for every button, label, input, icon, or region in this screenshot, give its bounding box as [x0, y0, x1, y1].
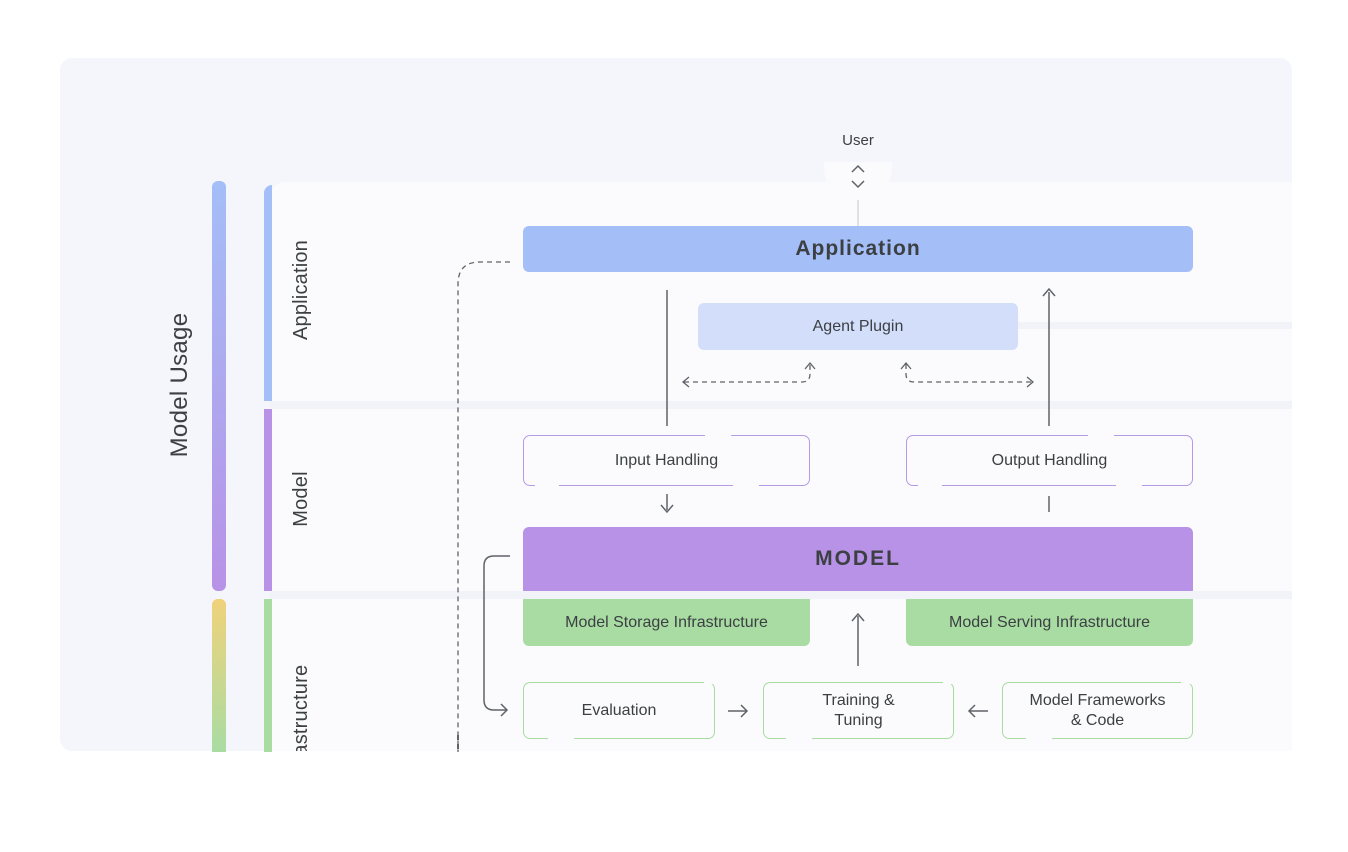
- model-frameworks-label: Model Frameworks & Code: [1029, 692, 1166, 729]
- arrow-up-small-icon: [804, 361, 816, 370]
- chevron-down-icon: [851, 180, 865, 189]
- model-serving-node: Model Serving Infrastructure: [906, 599, 1193, 646]
- user-label: User: [842, 132, 874, 149]
- output-handling-node: Output Handling: [906, 435, 1193, 486]
- arrow-right-icon: [500, 703, 509, 717]
- agent-plugin-node: Agent Plugin: [698, 303, 1018, 350]
- arrow-up-small-icon: [900, 361, 912, 370]
- border-gap: [786, 737, 812, 741]
- arrow-left-icon: [967, 704, 976, 718]
- layer-divider-model-infra: [270, 591, 1292, 599]
- border-gap: [943, 680, 957, 684]
- evaluation-node: Evaluation: [523, 682, 715, 739]
- application-layer-bar: [264, 185, 272, 401]
- arrow-right-icon: [1026, 376, 1035, 388]
- arrow-up-icon: [851, 612, 865, 622]
- model-layer-bar: [264, 409, 272, 591]
- border-gap: [548, 737, 574, 741]
- chevron-up-icon: [851, 164, 865, 173]
- arrow-down-icon: [660, 504, 674, 514]
- training-tuning-node: Training & Tuning: [763, 682, 954, 739]
- border-gap: [1181, 680, 1195, 684]
- border-gap: [733, 484, 759, 488]
- border-gap: [1088, 433, 1114, 437]
- input-handling-node: Input Handling: [523, 435, 810, 486]
- agent-plugin-band: [1018, 322, 1292, 329]
- input-handling-label: Input Handling: [614, 451, 719, 469]
- application-node: Application: [523, 226, 1193, 272]
- training-tuning-label: Training & Tuning: [822, 692, 895, 729]
- arrow-left-icon: [681, 376, 690, 388]
- border-gap: [535, 484, 559, 488]
- border-gap: [1026, 737, 1052, 741]
- model-frameworks-node: Model Frameworks & Code: [1002, 682, 1193, 739]
- border-gap: [705, 433, 731, 437]
- arrow-right-icon: [740, 704, 749, 718]
- dashed-agent-left: [684, 364, 811, 383]
- arrow-up-icon: [1042, 287, 1056, 297]
- model-to-evaluation-line: [483, 555, 510, 711]
- infrastructure-layer-bar-clip: [264, 599, 272, 752]
- dashed-line-end: [457, 735, 459, 752]
- border-gap: [1116, 484, 1142, 488]
- layer-divider-app-model: [270, 401, 1292, 409]
- model-usage-bar-upper: [212, 181, 226, 591]
- dashed-app-feedback-line: [457, 261, 510, 752]
- output-handling-label: Output Handling: [991, 451, 1108, 469]
- border-gap: [918, 484, 942, 488]
- model-storage-node: Model Storage Infrastructure: [523, 599, 810, 646]
- dashed-agent-right: [905, 364, 1032, 383]
- page-bottom-margin: [0, 752, 1348, 852]
- model-node: MODEL: [523, 527, 1193, 591]
- model-usage-bar-lower-clip: [212, 599, 226, 752]
- border-gap: [704, 680, 718, 684]
- evaluation-label: Evaluation: [581, 701, 657, 719]
